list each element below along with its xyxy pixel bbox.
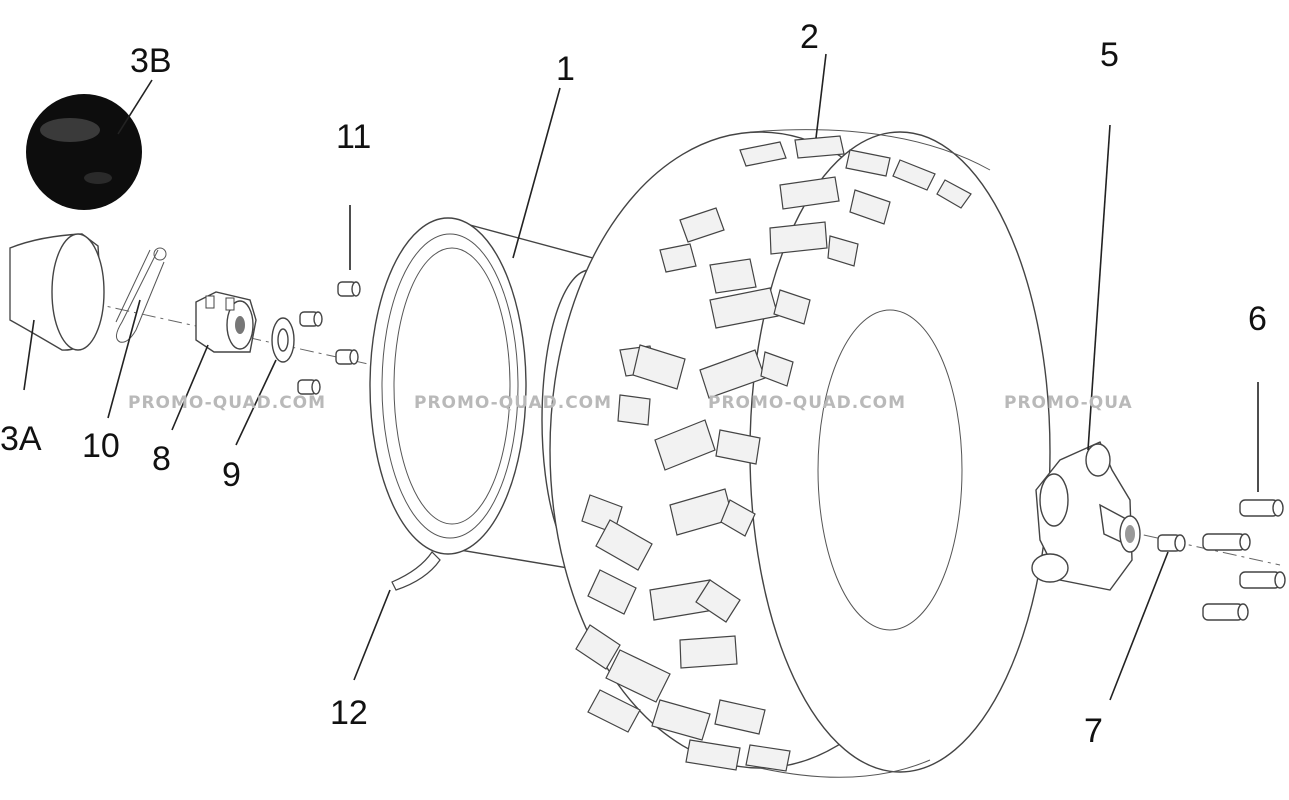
callout-6: 6 xyxy=(1248,300,1267,338)
callout-11: 11 xyxy=(336,118,371,156)
callout-3b: 3B xyxy=(130,42,172,80)
washer-9 xyxy=(271,317,295,363)
castle-nut-8 xyxy=(195,291,257,353)
callout-1: 1 xyxy=(556,50,575,88)
leader-lines xyxy=(23,53,1259,701)
callout-10: 10 xyxy=(82,427,120,465)
tire-2 xyxy=(549,129,1051,778)
tire-tread xyxy=(575,135,972,772)
callout-2: 2 xyxy=(800,18,819,56)
callout-7: 7 xyxy=(1084,712,1103,750)
cone-cap-3a xyxy=(9,233,105,351)
valve-stem-12 xyxy=(391,551,441,591)
watermark-4: PROMO-QUA xyxy=(1004,393,1133,413)
watermark-2: PROMO-QUAD.COM xyxy=(414,393,612,413)
cotter-pin-10 xyxy=(115,247,167,343)
callout-8: 8 xyxy=(152,440,171,478)
hub-cap-3b xyxy=(26,94,142,210)
callout-9: 9 xyxy=(222,456,241,494)
callout-5: 5 xyxy=(1100,36,1119,74)
callout-3a: 3A xyxy=(0,420,42,458)
lug-nut-7 xyxy=(1157,534,1186,552)
small-bolts-11 xyxy=(297,281,361,395)
watermark-1: PROMO-QUAD.COM xyxy=(128,393,326,413)
wheel-hub-5 xyxy=(1031,441,1141,591)
callout-12: 12 xyxy=(330,694,368,732)
watermark-3: PROMO-QUAD.COM xyxy=(708,393,906,413)
wheel-studs-6 xyxy=(1202,499,1286,621)
